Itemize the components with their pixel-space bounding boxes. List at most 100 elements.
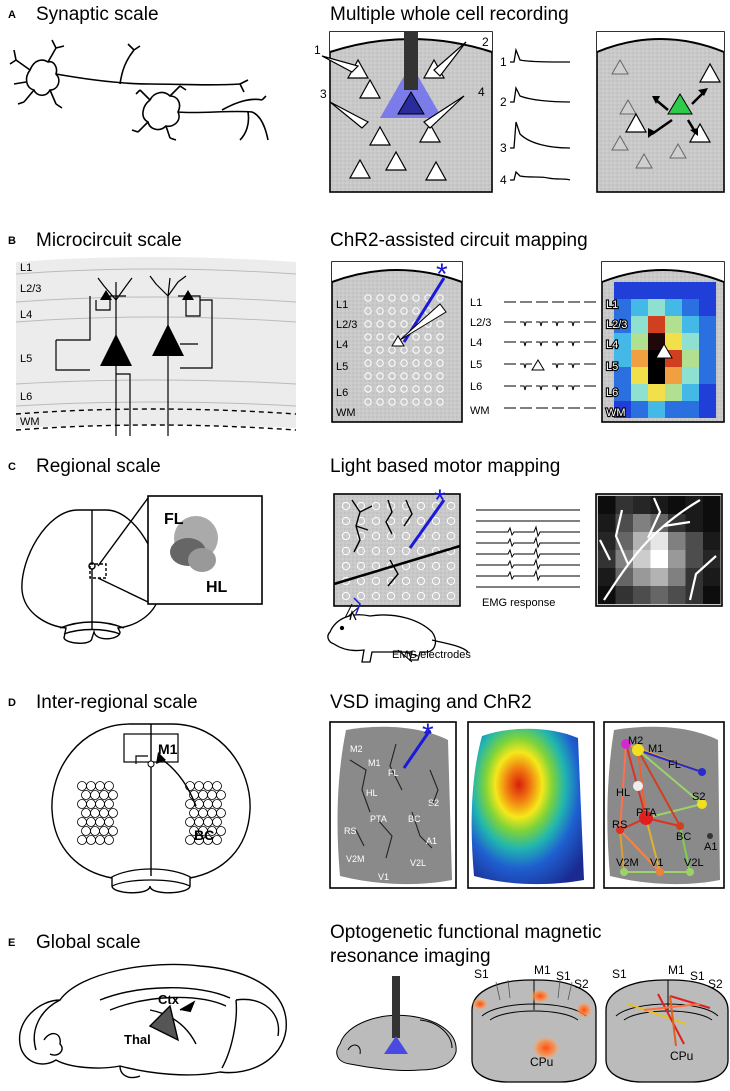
map-cell xyxy=(685,532,703,550)
area-label: S2 xyxy=(574,977,589,991)
layer-label: L6 xyxy=(20,391,32,403)
layer-label: L5 xyxy=(336,361,348,373)
layer-label: L1 xyxy=(606,299,618,311)
trace-label: 3 xyxy=(500,141,507,155)
heatmap-cell xyxy=(682,299,699,316)
map-cell xyxy=(703,532,721,550)
heatmap-cell xyxy=(614,384,631,401)
barrel xyxy=(77,817,87,827)
stim-site xyxy=(416,516,426,526)
stim-site xyxy=(412,359,420,367)
stim-site xyxy=(376,372,384,380)
barrel xyxy=(212,835,222,845)
stim-site xyxy=(400,398,408,406)
stim-site xyxy=(424,333,432,341)
whole-cell-recording-slice: 1 2 3 4 xyxy=(314,31,493,193)
stim-site xyxy=(388,320,396,328)
stim-site xyxy=(386,546,396,556)
map-cell xyxy=(633,532,651,550)
stim-site xyxy=(356,576,366,586)
stim-site xyxy=(371,531,381,541)
heatmap-cell xyxy=(665,316,682,333)
layer-label: L6 xyxy=(470,381,482,393)
input-heatmap: L1 L2/3 L4 L5 L6 WM xyxy=(601,261,725,423)
functional-network-map: M2 M1 FL HL S2 PTA BC RS A1 V2M V2L V1 xyxy=(603,721,725,889)
heatmap-cell xyxy=(631,401,648,418)
coronal-slice-activation: S1 M1 S1 S2 CPu xyxy=(471,963,597,1083)
left-title: Global scale xyxy=(36,932,141,953)
barrel xyxy=(108,808,118,818)
stim-site xyxy=(431,516,441,526)
area-label: M1 xyxy=(668,963,685,977)
heatmap-cell xyxy=(699,350,716,367)
panel-d: D Inter-regional scale VSD imaging and C… xyxy=(8,692,725,894)
heatmap-cell xyxy=(648,384,665,401)
stim-site xyxy=(371,516,381,526)
heatmap-cell xyxy=(631,316,648,333)
stim-site xyxy=(400,372,408,380)
cortical-column-schematic: L1 L2/3 L4 L5 L6 WM xyxy=(15,257,297,436)
stim-site xyxy=(436,359,444,367)
heatmap-cell xyxy=(682,333,699,350)
area-label: RS xyxy=(612,819,627,831)
stim-site xyxy=(388,398,396,406)
area-label: M1 xyxy=(648,743,663,755)
heatmap-cell xyxy=(682,367,699,384)
stim-site xyxy=(356,591,366,601)
emg-electrodes-label: EMG electrodes xyxy=(392,649,471,661)
heatmap-cell xyxy=(682,401,699,418)
stim-site xyxy=(364,320,372,328)
map-cell xyxy=(633,496,651,514)
neuron-pair-illustration xyxy=(9,39,269,141)
barrel xyxy=(189,808,199,818)
layer-label: L1 xyxy=(20,262,32,274)
area-label: S2 xyxy=(692,791,705,803)
barrel xyxy=(104,799,114,809)
stim-site xyxy=(376,359,384,367)
stim-site xyxy=(446,501,456,511)
stim-site xyxy=(436,398,444,406)
area-label: V2L xyxy=(410,858,426,868)
barrel xyxy=(81,790,91,800)
stim-site xyxy=(412,307,420,315)
heatmap-cell xyxy=(699,316,716,333)
area-label: BC xyxy=(408,814,421,824)
area-label: FL xyxy=(668,759,681,771)
stim-site xyxy=(341,501,351,511)
area-label: A1 xyxy=(426,836,437,846)
map-cell xyxy=(668,496,686,514)
area-label: S1 xyxy=(612,967,627,981)
map-cell xyxy=(598,514,616,532)
response-trace xyxy=(536,341,548,347)
stim-site xyxy=(400,385,408,393)
heatmap-cell xyxy=(614,401,631,418)
stim-site xyxy=(400,294,408,302)
right-title-line2: resonance imaging xyxy=(330,946,491,967)
heatmap-cell xyxy=(648,316,665,333)
heatmap-cell xyxy=(631,367,648,384)
response-trace xyxy=(552,321,564,327)
left-title: Synaptic scale xyxy=(36,4,159,25)
map-cell xyxy=(598,568,616,586)
stim-site xyxy=(341,546,351,556)
heatmap-cell xyxy=(699,384,716,401)
map-cell xyxy=(650,568,668,586)
response-trace xyxy=(552,363,564,369)
heatmap-cell xyxy=(699,367,716,384)
stim-site xyxy=(412,385,420,393)
area-label: RS xyxy=(344,826,357,836)
map-cell xyxy=(703,496,721,514)
layer-label: WM xyxy=(20,416,40,428)
stim-site xyxy=(364,346,372,354)
heatmap-cell xyxy=(665,333,682,350)
emg-trace xyxy=(476,547,580,560)
connectivity-slice xyxy=(596,31,725,193)
panel-letter: D xyxy=(8,697,16,709)
electrode-label: 4 xyxy=(478,85,485,99)
response-trace xyxy=(568,321,580,327)
heatmap-cell xyxy=(665,384,682,401)
stim-site xyxy=(376,398,384,406)
barrel xyxy=(104,817,114,827)
map-cell xyxy=(685,586,703,604)
